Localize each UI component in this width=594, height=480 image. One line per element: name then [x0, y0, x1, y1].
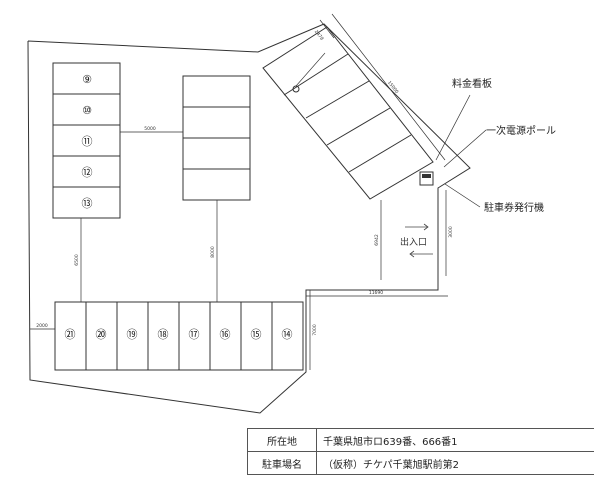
pole-callout: 一次電源ポール — [486, 124, 556, 137]
stall-number: ⑫ — [82, 166, 93, 179]
stall-number: ㉑ — [65, 328, 76, 341]
stall-number: ⑲ — [127, 328, 138, 341]
stall-number: ⑮ — [251, 328, 262, 341]
stall-number: ⑱ — [158, 328, 169, 341]
location-value: 千葉県旭市ロ639番、666番1 — [316, 428, 594, 452]
site-info-table: 所在地 千葉県旭市ロ639番、666番1 駐車場名 （仮称）チケパ千葉旭駅前第2 — [247, 428, 594, 475]
dimension-label: 8000 — [210, 246, 216, 258]
stall-number: ⑨ — [82, 73, 92, 86]
stall-number: ⑩ — [82, 104, 92, 117]
stall-number: ⑰ — [189, 328, 200, 341]
dimension-lines — [30, 13, 448, 370]
stall-number: ⑯ — [220, 328, 231, 341]
ticket-machine-icon — [419, 171, 434, 186]
dimension-label: 6500 — [74, 254, 80, 266]
stall-block-diagonal — [262, 26, 434, 200]
dimension-label: 2000 — [36, 323, 48, 329]
dimension-label: 3000 — [448, 226, 454, 238]
stall-block-middle — [182, 75, 251, 201]
callout-leaders — [435, 94, 487, 208]
dimension-label: 11690 — [369, 290, 383, 296]
stall-block-bottom: ㉑ ⑳ ⑲ ⑱ ⑰ ⑯ ⑮ ⑭ — [54, 301, 304, 371]
sign-callout: 料金看板 — [452, 77, 492, 90]
stall-number: ⑪ — [82, 135, 93, 148]
stall-number: ⑳ — [96, 328, 107, 341]
entrance-arrows — [405, 223, 433, 258]
stall-number: ⑬ — [82, 197, 93, 210]
dimension-label: 7000 — [312, 324, 318, 336]
parking-name-value: （仮称）チケパ千葉旭駅前第2 — [316, 451, 594, 475]
location-label: 所在地 — [247, 428, 317, 452]
dimension-label: 5000 — [144, 126, 156, 132]
parking-name-label: 駐車場名 — [247, 451, 317, 475]
entrance-label: 出入口 — [400, 236, 427, 248]
dimension-label: 6942 — [374, 234, 380, 246]
stall-block-left: ⑨ ⑩ ⑪ ⑫ ⑬ — [52, 62, 121, 219]
dimension-label: 2478 — [313, 29, 325, 42]
ticket-machine-callout: 駐車券発行機 — [484, 201, 544, 214]
property-boundary — [27, 23, 471, 414]
stall-number: ⑭ — [282, 328, 293, 341]
